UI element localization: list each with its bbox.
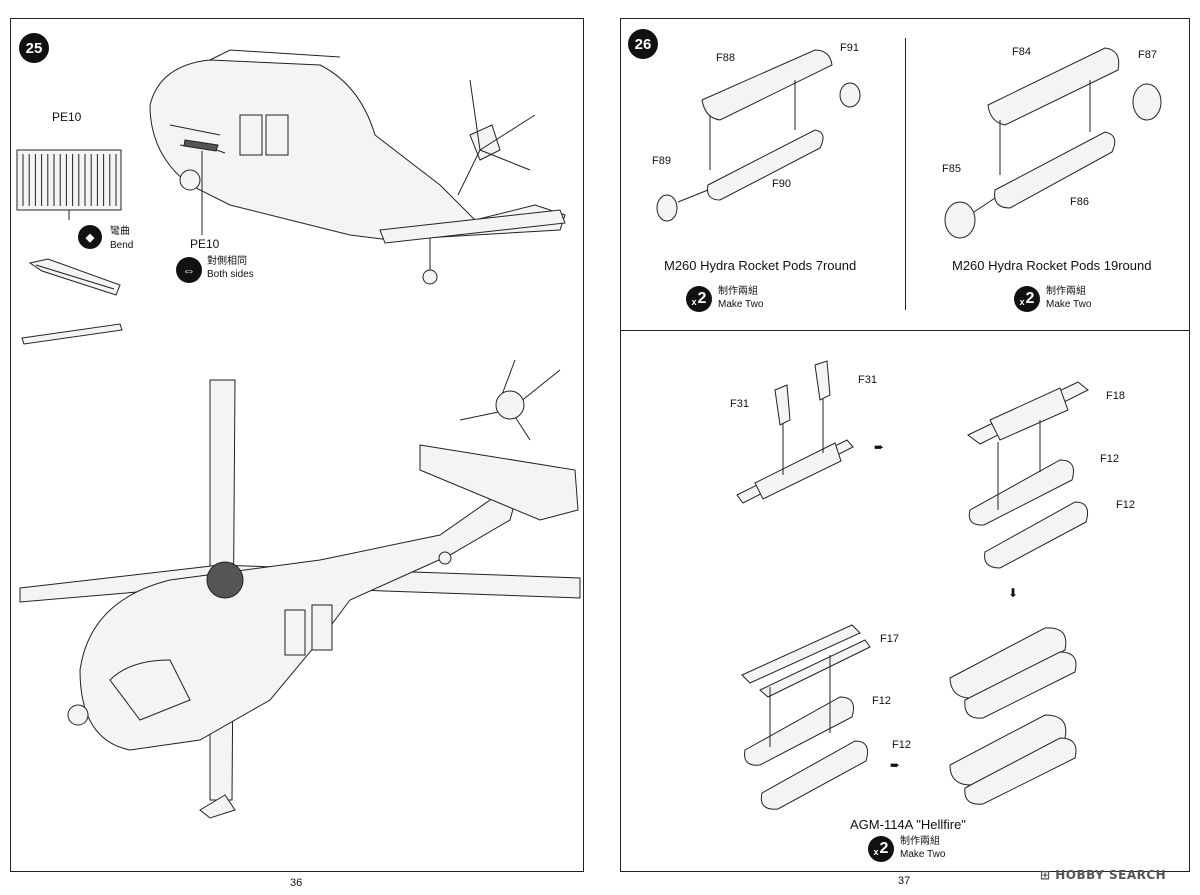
multiplier-x-19: x bbox=[1019, 297, 1025, 307]
rocket-pod-19-illustration bbox=[944, 47, 1162, 239]
part-label-f91: F91 bbox=[840, 42, 859, 54]
both-sides-label-en: Both sides bbox=[207, 269, 254, 280]
step-26-number: 26 bbox=[634, 35, 652, 53]
make-two-cn-19: 制作兩組 bbox=[1046, 286, 1086, 297]
bend-label-cn: 彎曲 bbox=[110, 226, 130, 237]
hellfire-rail-step-3-illustration bbox=[741, 624, 871, 810]
pe10-label-top: PE10 bbox=[52, 110, 82, 124]
part-label-f17: F17 bbox=[880, 633, 899, 645]
section-divider-vertical bbox=[905, 38, 906, 310]
hellfire-rail-step-2-illustration bbox=[967, 381, 1089, 569]
left-page-number: 36 bbox=[290, 877, 303, 889]
multiplier-7: 2 bbox=[697, 290, 707, 307]
step-25-number: 25 bbox=[25, 39, 43, 57]
rocket-pod-7-illustration bbox=[656, 49, 861, 222]
hellfire-rail-step-1-illustration bbox=[736, 360, 854, 504]
watermark-logo-icon: ⊞ bbox=[1040, 868, 1056, 882]
multiplier-19: 2 bbox=[1025, 290, 1035, 307]
section-divider-horizontal bbox=[620, 330, 1189, 331]
hellfire-assembled-illustration bbox=[949, 627, 1077, 805]
watermark-text: HOBBY SEARCH bbox=[1055, 868, 1167, 882]
straight-pe-strip bbox=[21, 323, 123, 345]
pe10-label-mid: PE10 bbox=[190, 237, 220, 251]
make-two-en-7: Make Two bbox=[718, 299, 764, 310]
part-label-f12-d: F12 bbox=[892, 739, 911, 751]
hobby-search-watermark: ⊞ HOBBY SEARCH bbox=[1040, 868, 1166, 882]
arrow-right-1: ➨ bbox=[874, 440, 885, 454]
part-label-f31-b: F31 bbox=[858, 374, 877, 386]
bent-pe-part bbox=[28, 258, 121, 296]
part-label-f84: F84 bbox=[1012, 46, 1031, 58]
rocket-pod-19-title: M260 Hydra Rocket Pods 19round bbox=[952, 258, 1152, 273]
part-label-f12-b: F12 bbox=[1116, 499, 1135, 511]
rocket-pod-7-title: M260 Hydra Rocket Pods 7round bbox=[664, 258, 857, 273]
step-26-badge: 26 bbox=[628, 29, 658, 59]
bend-icon: ◆ bbox=[78, 225, 102, 249]
part-label-f86: F86 bbox=[1070, 196, 1089, 208]
both-sides-icon: ⇔ bbox=[176, 257, 202, 283]
make-two-en-19: Make Two bbox=[1046, 299, 1092, 310]
multiplier-x-hellfire: x bbox=[873, 847, 879, 857]
multiplier-x-7: x bbox=[691, 297, 697, 307]
part-label-f87: F87 bbox=[1138, 49, 1157, 61]
part-label-f18: F18 bbox=[1106, 390, 1125, 402]
multiplier-hellfire: 2 bbox=[879, 840, 889, 857]
arrow-right-2: ➨ bbox=[890, 758, 901, 772]
step-25-badge: 25 bbox=[19, 33, 49, 63]
pe10-fret-illustration bbox=[16, 149, 122, 220]
bend-label-en: Bend bbox=[110, 240, 134, 251]
part-label-f90: F90 bbox=[772, 178, 791, 190]
helicopter-side-view-illustration bbox=[149, 49, 566, 285]
part-label-f12-a: F12 bbox=[1100, 453, 1119, 465]
part-label-f89: F89 bbox=[652, 155, 671, 167]
hellfire-title: AGM-114A "Hellfire" bbox=[850, 817, 966, 832]
part-label-f88: F88 bbox=[716, 52, 735, 64]
part-label-f31-a: F31 bbox=[730, 398, 749, 410]
make-two-cn-hellfire: 制作兩組 bbox=[900, 836, 940, 847]
make-two-cn-7: 制作兩組 bbox=[718, 286, 758, 297]
part-label-f12-c: F12 bbox=[872, 695, 891, 707]
make-two-en-hellfire: Make Two bbox=[900, 849, 946, 860]
helicopter-top-view-illustration bbox=[19, 359, 581, 819]
right-page-number: 37 bbox=[898, 875, 911, 887]
both-sides-label-cn: 對側相同 bbox=[207, 256, 247, 267]
part-label-f85: F85 bbox=[942, 163, 961, 175]
arrow-down-1: ⬇ bbox=[1008, 586, 1019, 600]
